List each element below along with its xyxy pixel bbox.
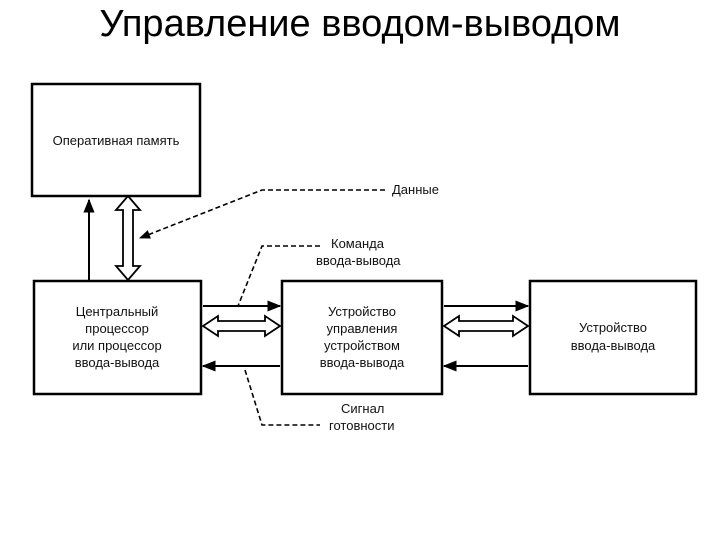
controller-label-line-4: ввода-вывода	[320, 355, 405, 370]
cpu-controller-bus-arrow	[201, 314, 282, 338]
memory-block	[30, 82, 202, 198]
memory-cpu-data-bus-arrow	[114, 194, 142, 282]
cpu-label-line-3: или процессор	[72, 338, 161, 353]
cpu-label-line-4: ввода-вывода	[75, 355, 160, 370]
data-leader-line	[138, 189, 385, 239]
command-leader-line	[237, 245, 320, 307]
memory-label: Оперативная память	[53, 133, 180, 148]
controller-block	[280, 279, 444, 396]
data-signal-label: Данные	[392, 182, 439, 197]
cpu-label-line-2: процессор	[85, 321, 149, 336]
slide-title: Управление вводом-выводом	[99, 3, 621, 45]
cpu-block	[32, 279, 203, 396]
ready-signal-label-line-1: Сигнал	[341, 401, 384, 416]
controller-label-line-3: устройством	[324, 338, 400, 353]
controller-label-line-1: Устройство	[328, 304, 396, 319]
cpu-label-line-1: Центральный	[76, 304, 159, 319]
device-label-line-1: Устройство	[579, 320, 647, 335]
ready-signal-label-line-2: готовности	[329, 418, 394, 433]
device-block	[528, 279, 698, 396]
controller-label-line-2: управления	[327, 321, 398, 336]
ready-leader-line	[244, 369, 320, 426]
command-signal-label-line-2: ввода-вывода	[316, 253, 401, 268]
device-label-line-2: ввода-вывода	[571, 338, 656, 353]
command-signal-label-line-1: Команда	[331, 236, 385, 251]
controller-device-bus-arrow	[442, 314, 530, 338]
